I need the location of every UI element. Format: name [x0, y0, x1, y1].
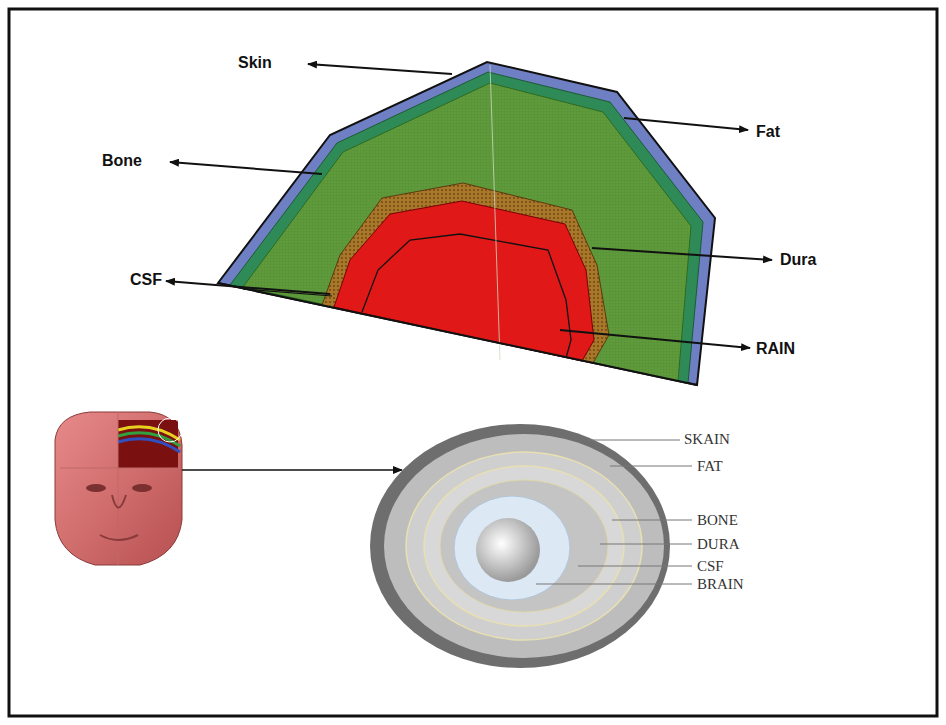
layer-label: Fat: [756, 124, 780, 140]
layer-label: Dura: [780, 252, 816, 268]
layer-label: BRAIN: [697, 577, 744, 592]
layer-label: CSF: [697, 559, 724, 574]
layer-label: SKAIN: [684, 432, 730, 447]
layer-label: BONE: [697, 513, 738, 528]
layer-label: CSF: [130, 272, 162, 288]
layer-label: FAT: [697, 459, 723, 474]
layer-label: Skin: [238, 55, 272, 71]
layer-label: RAIN: [756, 341, 795, 357]
layer-label: DURA: [697, 537, 740, 552]
layer-label: Bone: [102, 153, 142, 169]
